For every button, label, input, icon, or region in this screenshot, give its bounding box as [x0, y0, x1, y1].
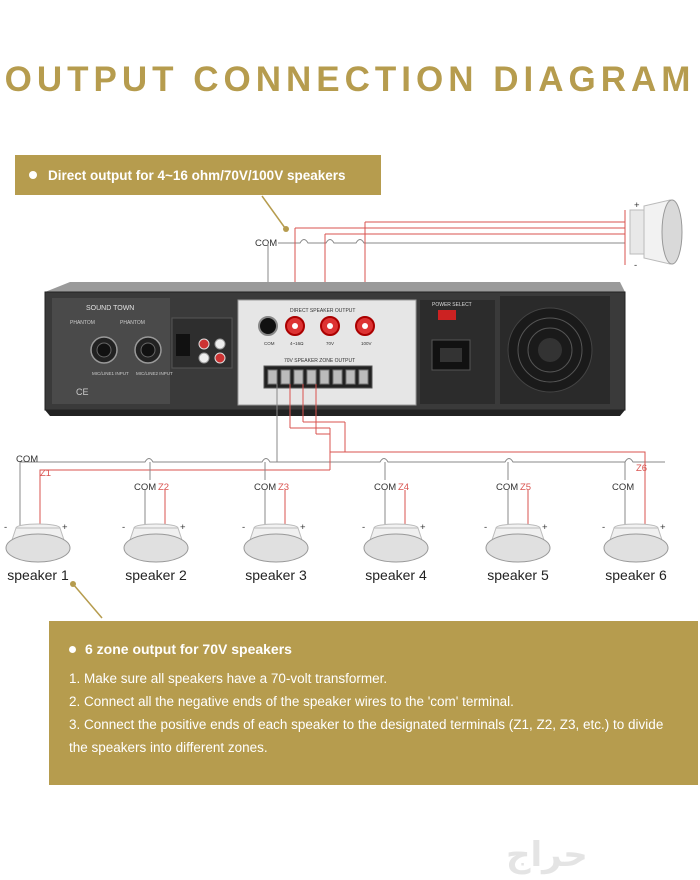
speaker-2: - + speaker 2: [122, 522, 189, 583]
speaker-4: - + speaker 4: [362, 522, 429, 583]
com-bus: [20, 458, 665, 463]
amplifier-back-panel: SOUND TOWN PHANTOM PHANTOM MIC/LINE1 INP…: [44, 282, 626, 416]
zone-label-z6: Z6: [636, 463, 647, 474]
direct-speaker: + -: [629, 199, 683, 271]
speaker-3: - + speaker 3: [242, 522, 309, 583]
zone-output-steps: 1. Make sure all speakers have a 70-volt…: [69, 667, 684, 759]
speaker-label-5: speaker 5: [487, 567, 549, 583]
zone-positive-bus: [39, 469, 330, 478]
speaker-label-3: speaker 3: [245, 567, 307, 583]
zone-terminal-block: [263, 365, 373, 389]
direct-speaker-plus: +: [634, 200, 640, 211]
speaker-label-1: speaker 1: [7, 567, 69, 583]
svg-text:-: -: [362, 522, 365, 533]
top-com-label: COM: [255, 238, 277, 249]
direct-output-panel-label: DIRECT SPEAKER OUTPUT: [290, 308, 355, 314]
svg-text:4~16Ω: 4~16Ω: [290, 341, 304, 346]
svg-text:-: -: [4, 522, 7, 533]
svg-text:COM: COM: [264, 341, 275, 346]
svg-text:PHANTOM: PHANTOM: [120, 320, 145, 326]
power-select-label: POWER SELECT: [432, 302, 472, 308]
top-callout-pointer-dot: [283, 226, 289, 232]
svg-text:PHANTOM: PHANTOM: [70, 320, 95, 326]
speaker-label-6: speaker 6: [605, 567, 667, 583]
step-2: 2. Connect all the negative ends of the …: [69, 694, 514, 709]
svg-text:100V: 100V: [361, 341, 372, 346]
zone-com-label-6: COM: [612, 482, 634, 493]
zone-com-label-1: COM: [16, 454, 38, 465]
zone-output-heading: 6 zone output for 70V speakers: [69, 641, 292, 657]
bottom-callout-pointer-dot: [70, 581, 76, 587]
direct-output-callout: Direct output for 4~16 ohm/70V/100V spea…: [15, 155, 381, 195]
svg-text:70V: 70V: [326, 341, 334, 346]
zone-label-z2: Z2: [158, 482, 169, 493]
speaker-label-4: speaker 4: [365, 567, 427, 583]
zone-output-callout: 6 zone output for 70V speakers 1. Make s…: [49, 621, 698, 785]
svg-text:CE: CE: [76, 387, 89, 397]
bullet-dot: [29, 171, 37, 179]
bottom-callout-pointer: [72, 583, 103, 619]
bullet-dot: [69, 645, 76, 653]
zone-com-label-4: COM: [374, 482, 396, 493]
watermark-logo: حراج: [506, 835, 588, 875]
svg-text:+: +: [300, 522, 306, 533]
svg-text:MIC/LINE2 INPUT: MIC/LINE2 INPUT: [136, 371, 173, 376]
top-callout-pointer: [261, 195, 286, 229]
zone-output-panel-label: 70V SPEAKER ZONE OUTPUT: [284, 358, 355, 364]
svg-text:+: +: [180, 522, 186, 533]
svg-text:-: -: [242, 522, 245, 533]
speaker-label-2: speaker 2: [125, 567, 187, 583]
svg-text:+: +: [542, 522, 548, 533]
speaker-1: - + speaker 1: [4, 522, 71, 583]
svg-text:-: -: [484, 522, 487, 533]
zone-label-z5: Z5: [520, 482, 531, 493]
speaker-6: - + speaker 6: [602, 522, 669, 583]
svg-text:+: +: [660, 522, 666, 533]
direct-speaker-minus: -: [634, 260, 637, 271]
zone-com-label-2: COM: [134, 482, 156, 493]
speaker-5: - + speaker 5: [484, 522, 551, 583]
svg-text:-: -: [602, 522, 605, 533]
svg-text:-: -: [122, 522, 125, 533]
svg-text:MIC/LINE1 INPUT: MIC/LINE1 INPUT: [92, 371, 129, 376]
zone-label-z1: Z1: [40, 468, 51, 479]
zone-com-label-5: COM: [496, 482, 518, 493]
svg-text:+: +: [62, 522, 68, 533]
direct-output-text: Direct output for 4~16 ohm/70V/100V spea…: [48, 167, 346, 183]
com-wire-top: [292, 239, 625, 244]
step-3: 3. Connect the positive ends of each spe…: [69, 717, 664, 755]
terminal-com: [258, 316, 278, 336]
zone-com-label-3: COM: [254, 482, 276, 493]
zone-label-z4: Z4: [398, 482, 409, 493]
zone-output-heading-text: 6 zone output for 70V speakers: [85, 641, 292, 657]
svg-text:+: +: [420, 522, 426, 533]
brand-label: SOUND TOWN: [86, 305, 134, 312]
zone-label-z3: Z3: [278, 482, 289, 493]
step-1: 1. Make sure all speakers have a 70-volt…: [69, 671, 388, 686]
page-title: OUTPUT CONNECTION DIAGRAM: [4, 60, 696, 99]
